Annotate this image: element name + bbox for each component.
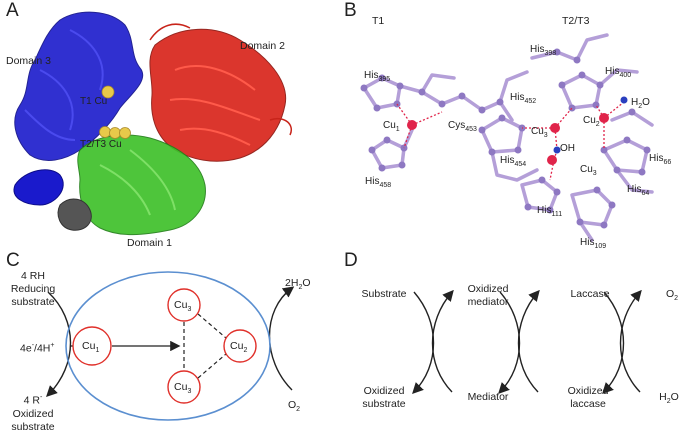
panel-b-label: B: [344, 0, 357, 21]
panel-d-label: D: [344, 250, 358, 271]
h2o-label: H2O: [631, 97, 650, 110]
electron-label: 4e-/4H+: [20, 342, 55, 355]
domain2-ribbon: [149, 28, 287, 162]
mediator-label: Mediator: [467, 391, 509, 403]
active-site-structure: [360, 33, 654, 242]
copper-atoms: [99, 85, 131, 139]
residue-label: His454: [500, 155, 527, 168]
oxygen-d-label: O2: [665, 288, 679, 303]
residue-label: His458: [365, 176, 392, 189]
substrate-oxidation-arrow: [46, 291, 72, 397]
cu3-atom-label: Cu3: [531, 126, 548, 139]
cu-atoms: [407, 113, 609, 165]
water-product-label: 2H2O: [285, 277, 311, 292]
cu2-atom-label: Cu2: [583, 115, 600, 128]
cu3-atom-label: Cu3: [580, 164, 597, 177]
laccase-label: Laccase: [570, 288, 610, 300]
domain1-ribbon: [77, 134, 206, 236]
cu1-label: Cu1: [82, 340, 100, 355]
oxygen-reduction-arrow: [268, 286, 295, 391]
domain1-label: Domain 1: [127, 237, 172, 249]
mediator-system-diagram: [412, 289, 642, 395]
substrate-label: Substrate: [361, 288, 407, 300]
oxygen-atoms: [553, 96, 628, 154]
cu1-atom-label: Cu1: [383, 120, 400, 133]
cu2-label: Cu2: [230, 340, 248, 355]
residue-label: His400: [605, 66, 632, 79]
t1-label: T1: [372, 15, 385, 27]
protein-structure-ribbon: [13, 11, 292, 236]
catalytic-cycle-diagram: [46, 271, 295, 421]
oh-label: OH: [560, 143, 575, 154]
t2t3-cu-label: T2/T3 Cu: [80, 139, 122, 150]
residue-label: His452: [510, 92, 537, 105]
cu3-top-node: [167, 288, 201, 322]
t2t3-label: T2/T3: [562, 15, 590, 27]
residue-label: His64: [627, 184, 650, 197]
enzyme-ellipse: [65, 271, 271, 421]
cu1-node: [72, 326, 112, 366]
oxygen-label: O2: [288, 399, 301, 414]
cu3-bottom-label: Cu3: [174, 381, 192, 396]
domain3-ribbon: [13, 11, 143, 206]
water-d-label: H2O: [659, 391, 679, 406]
cu2-node: [223, 329, 257, 363]
cu3-bottom-node: [167, 370, 201, 404]
linker-ribbon: [57, 198, 92, 231]
domain2-label: Domain 2: [240, 40, 285, 52]
residue-label: His66: [649, 153, 672, 166]
panel-c-label: C: [6, 250, 20, 271]
residue-label: His395: [364, 70, 391, 83]
panel-a-label: A: [6, 0, 19, 21]
domain3-label: Domain 3: [6, 55, 51, 67]
residue-label: His109: [580, 237, 607, 250]
cu3-top-label: Cu3: [174, 299, 192, 314]
t1-cu-label: T1 Cu: [80, 96, 108, 107]
residue-label: His111: [537, 205, 563, 218]
residue-label: His398: [530, 44, 557, 57]
residue-label: Cys453: [448, 120, 477, 133]
